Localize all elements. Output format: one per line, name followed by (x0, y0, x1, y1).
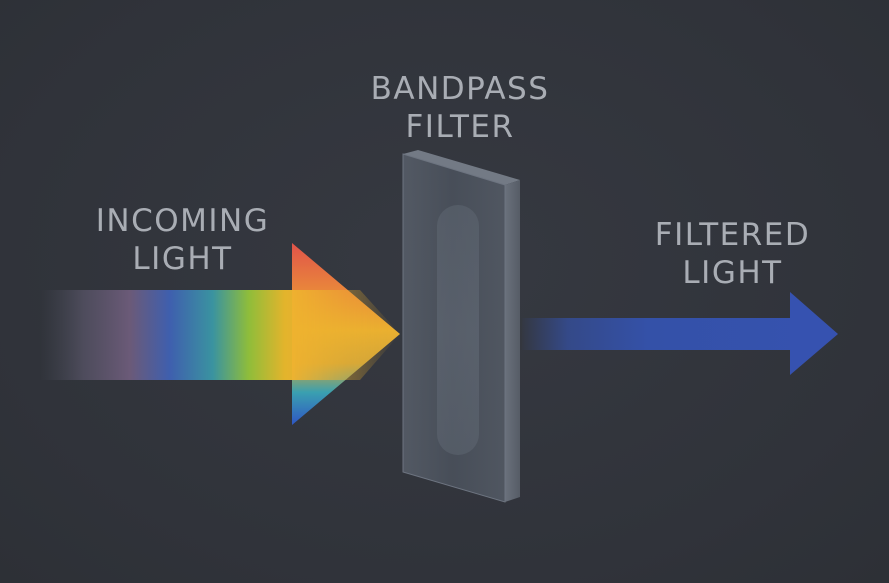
incoming-beam-head-core (292, 290, 400, 380)
bandpass-filter-label-line-2: FILTER (405, 109, 515, 145)
filtered-light-label-line-2: LIGHT (682, 255, 783, 291)
filter-plate-inner-highlight (437, 205, 479, 455)
filtered-light-label-line-1: FILTERED (654, 217, 811, 253)
incoming-light-label-line-1: INCOMING (95, 203, 270, 239)
filtered-beam (522, 292, 838, 375)
bandpass-filter-label: BANDPASS FILTER (340, 70, 580, 146)
filter-plate (402, 150, 520, 503)
filter-plate-side (505, 180, 520, 502)
incoming-light-label-line-2: LIGHT (132, 241, 233, 277)
incoming-beam-shaft (40, 290, 295, 380)
incoming-light-label: INCOMING LIGHT (70, 202, 295, 278)
filtered-beam-head (790, 292, 838, 375)
filter-plate-top (403, 150, 520, 185)
filtered-light-label: FILTERED LIGHT (620, 216, 845, 292)
bandpass-filter-label-line-1: BANDPASS (370, 71, 550, 107)
filtered-beam-shaft (522, 318, 792, 350)
incoming-beam (40, 243, 400, 425)
